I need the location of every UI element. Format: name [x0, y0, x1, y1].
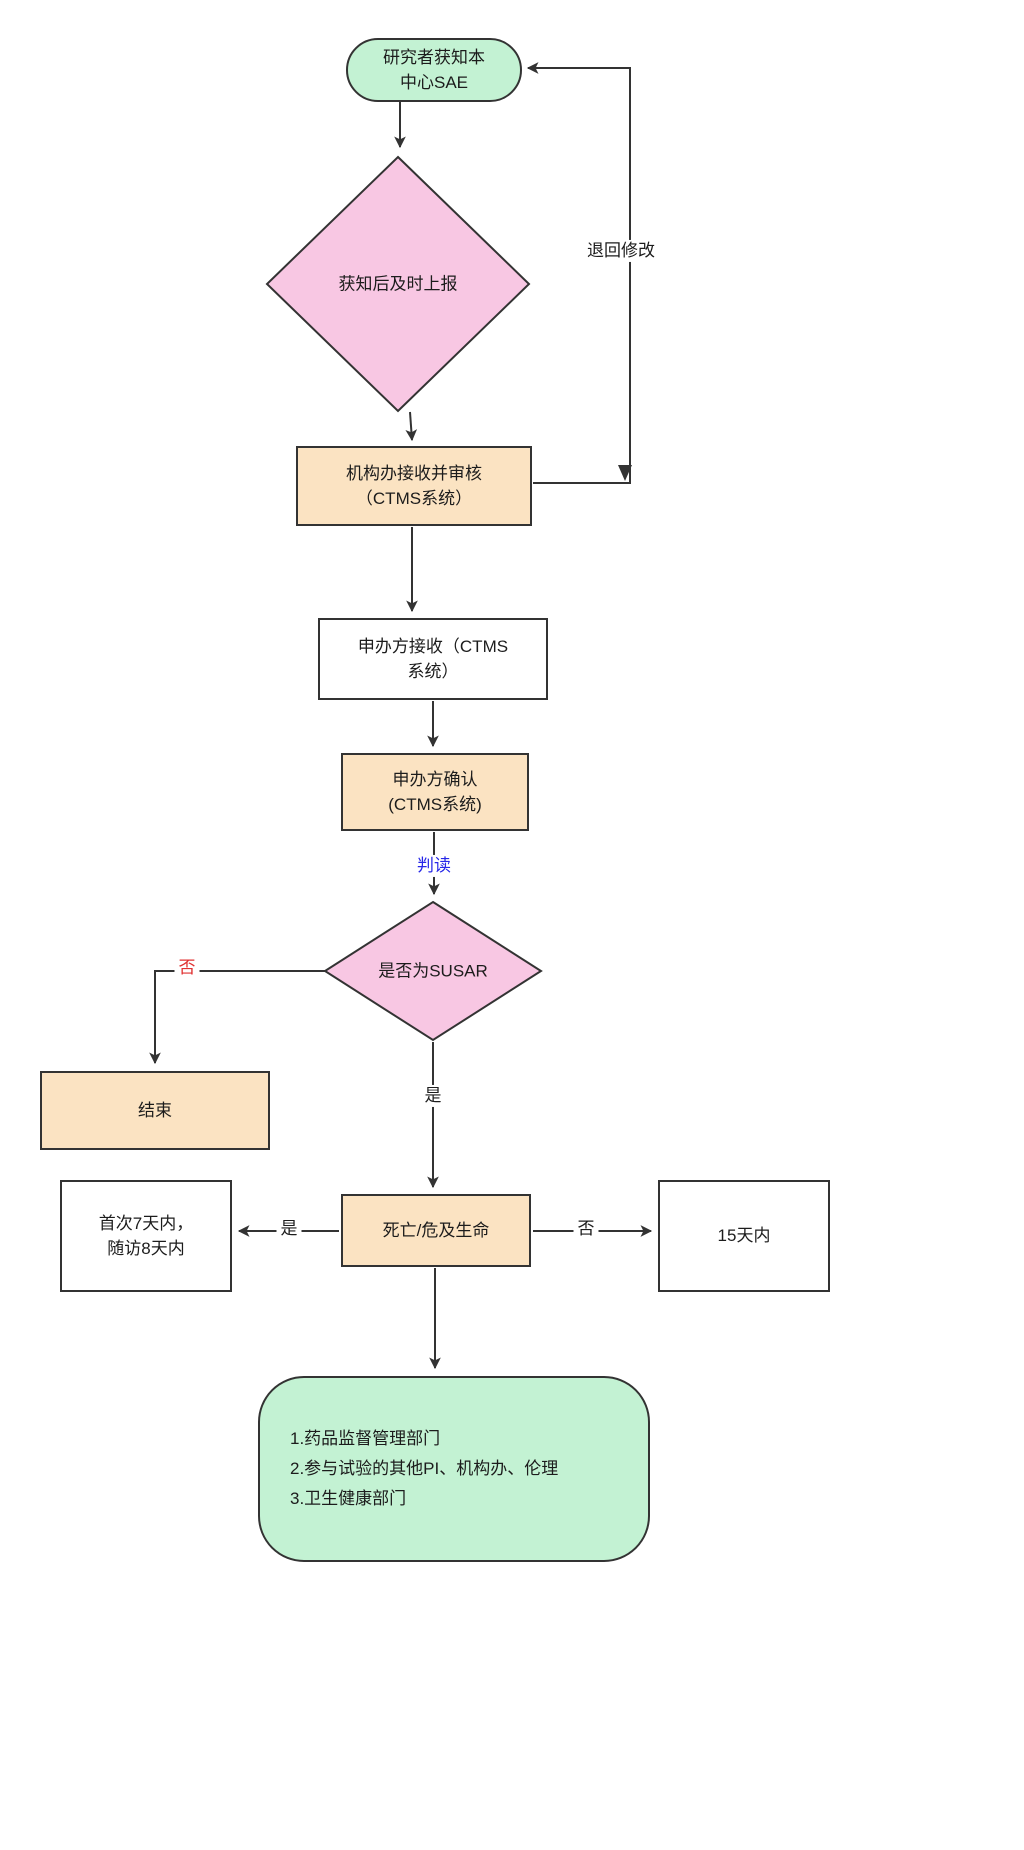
- node-report-decision-label: 获知后及时上报: [338, 274, 458, 294]
- node-start: 研究者获知本 中心SAE: [346, 38, 522, 102]
- node-15days: 15天内: [658, 1180, 830, 1292]
- node-report-targets: 1.药品监督管理部门 2.参与试验的其他PI、机构办、伦理 3.卫生健康部门: [258, 1376, 650, 1562]
- node-first7: 首次7天内， 随访8天内: [60, 1180, 232, 1292]
- edge-label-death-yes: 是: [276, 1217, 302, 1241]
- node-start-label: 研究者获知本 中心SAE: [383, 47, 485, 93]
- edge-susar-no-to-end: [149, 970, 325, 1065]
- edge-report-to-org: [405, 411, 418, 442]
- node-end-label: 结束: [138, 1100, 172, 1120]
- node-report-decision-shape: [265, 155, 531, 413]
- node-15days-label: 15天内: [717, 1226, 771, 1246]
- edge-label-susar-yes: 是: [420, 1084, 446, 1108]
- node-sponsor-receive-label: 申办方接收（CTMS 系统）: [357, 636, 509, 682]
- node-death-label: 死亡/危及生命: [382, 1220, 490, 1240]
- node-sponsor-receive: 申办方接收（CTMS 系统）: [318, 618, 548, 700]
- node-org-review: 机构办接收并审核 （CTMS系统）: [296, 446, 532, 526]
- return-edge-down-arrowhead: [618, 465, 632, 481]
- node-susar-decision-label: 是否为SUSAR: [378, 961, 488, 981]
- node-end: 结束: [40, 1071, 270, 1150]
- edge-label-death-no: 否: [573, 1217, 599, 1241]
- node-report-targets-label: 1.药品监督管理部门 2.参与试验的其他PI、机构办、伦理 3.卫生健康部门: [290, 1429, 559, 1508]
- edge-return-modify: [526, 62, 631, 484]
- node-death: 死亡/危及生命: [341, 1194, 531, 1267]
- edge-label-judge: 判读: [413, 854, 455, 878]
- edge-label-return-modify: 退回修改: [583, 239, 659, 263]
- node-susar-decision-shape: [323, 900, 543, 1042]
- node-org-review-label: 机构办接收并审核 （CTMS系统）: [346, 463, 482, 509]
- node-sponsor-confirm: 申办方确认 (CTMS系统): [341, 753, 529, 831]
- node-first7-label: 首次7天内， 随访8天内: [98, 1213, 194, 1259]
- node-sponsor-confirm-label: 申办方确认 (CTMS系统): [388, 769, 482, 815]
- edge-label-susar-no: 否: [174, 956, 200, 980]
